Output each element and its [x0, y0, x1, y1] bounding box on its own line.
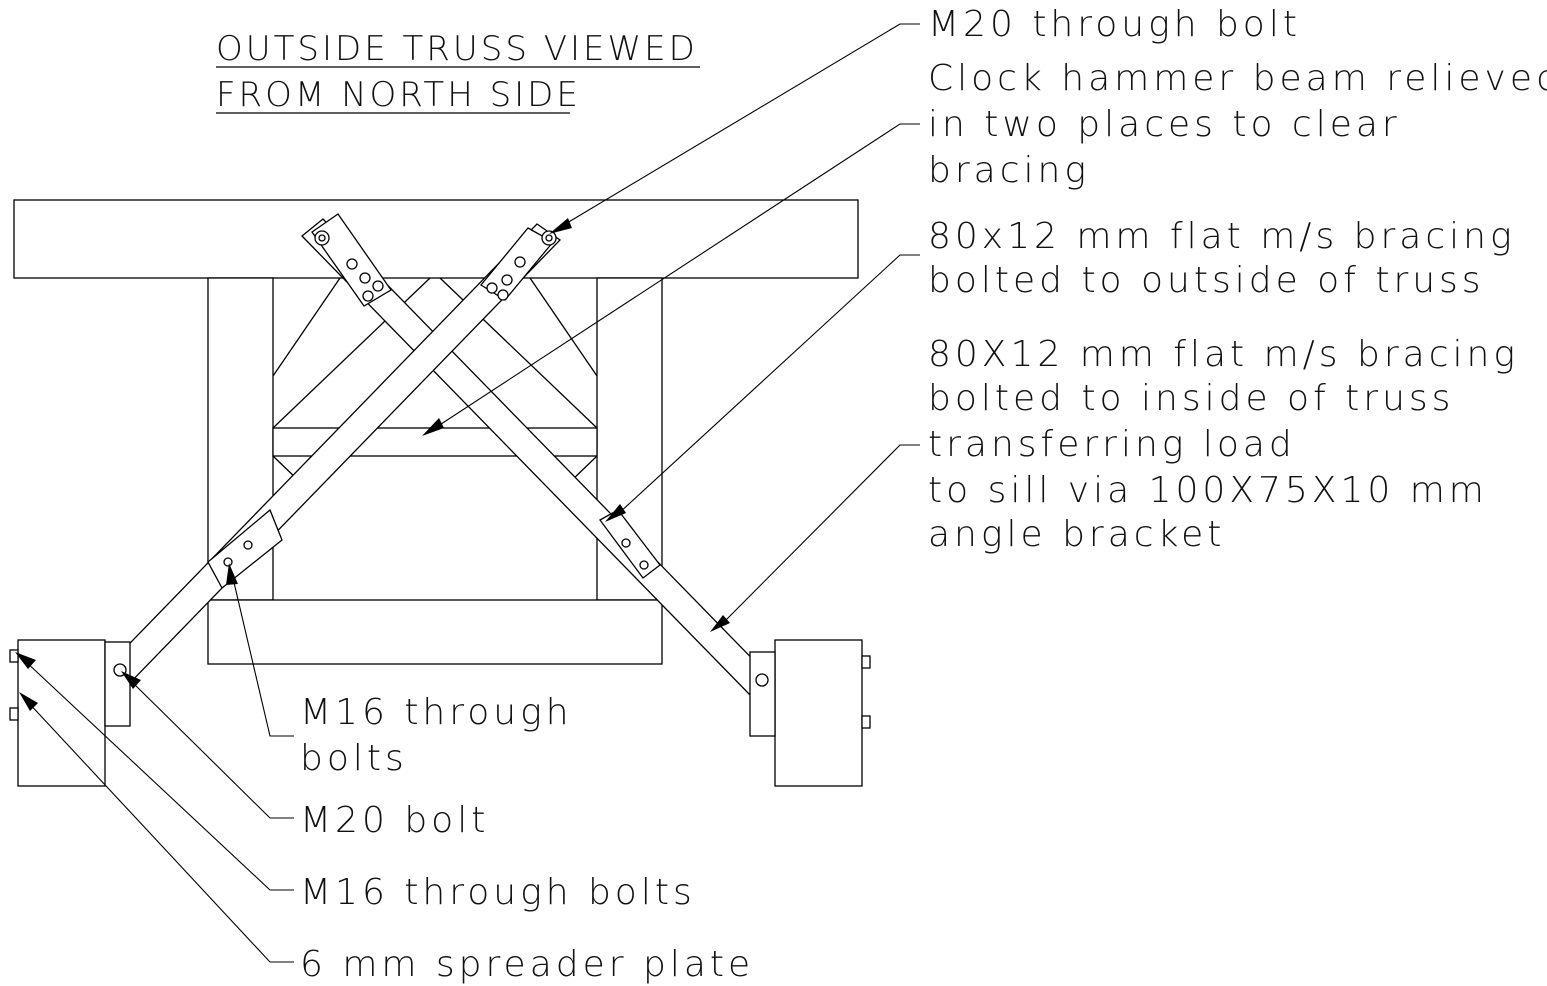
- arrow: [549, 218, 572, 234]
- label-inside-bracing-2: bolted to inside of truss: [928, 378, 1454, 419]
- arrow: [710, 615, 730, 632]
- label-inside-bracing-1: 80X12 mm flat m/s bracing: [928, 334, 1519, 375]
- label-inside-bracing-4: to sill via 100X75X10 mm: [928, 470, 1488, 511]
- right-sill-block: [774, 639, 863, 787]
- title-line-2: FROM NORTH SIDE: [216, 75, 581, 115]
- leaders: [15, 23, 920, 963]
- title-line-1: OUTSIDE TRUSS VIEWED: [216, 29, 698, 69]
- inner-brace: [272, 277, 431, 429]
- label-m16-mid-1: M16 through: [300, 692, 573, 733]
- label-clock-hammer-3: bracing: [928, 150, 1090, 191]
- label-m16-through: M16 through bolts: [300, 872, 696, 913]
- bolt-core: [318, 234, 326, 242]
- leader-inside-bracing: [721, 444, 920, 625]
- label-inside-bracing-5: angle bracket: [928, 514, 1225, 555]
- bolt: [372, 280, 384, 292]
- right-block-bolt: [861, 715, 871, 729]
- label-inside-bracing-3: transferring load: [928, 424, 1296, 465]
- right-angle-bolt: [755, 673, 769, 687]
- left-angle-bracket: [104, 641, 131, 727]
- bolt: [359, 272, 371, 284]
- arrow: [422, 418, 444, 436]
- bolt: [362, 290, 374, 302]
- clock-hammer-beam: [13, 199, 859, 279]
- label-clock-hammer-1: Clock hammer beam relieved: [928, 58, 1547, 99]
- spreader-plate-bolt: [9, 707, 19, 721]
- bolt: [621, 538, 631, 548]
- arrow: [15, 652, 36, 669]
- bolt: [346, 258, 358, 270]
- callout-texts: M20 through bolt Clock hammer beam relie…: [300, 4, 1547, 985]
- arrow: [605, 504, 626, 522]
- m16-bolt: [243, 540, 253, 550]
- sill-beam: [207, 599, 663, 665]
- leader-m16-through: [23, 659, 294, 891]
- bolts: [223, 230, 649, 570]
- leader-m16-mid: [231, 573, 294, 737]
- right-angle-bracket: [749, 651, 776, 737]
- label-outside-bracing-2: bolted to outside of truss: [928, 260, 1485, 301]
- arrow: [121, 671, 141, 689]
- right-block-bolt: [861, 655, 871, 669]
- right-foot: [749, 639, 871, 787]
- drawing-title: OUTSIDE TRUSS VIEWED FROM NORTH SIDE: [216, 29, 700, 115]
- truss-frame: [13, 199, 859, 665]
- leader-m20-bolt: [129, 679, 294, 819]
- label-m20-bolt: M20 bolt: [300, 800, 489, 841]
- inner-brace: [529, 277, 598, 377]
- spreader-plate-bolt: [9, 649, 19, 663]
- label-m20-through-bolt: M20 through bolt: [928, 4, 1301, 45]
- bolt: [486, 282, 498, 294]
- label-outside-bracing-1: 80x12 mm flat m/s bracing: [928, 216, 1516, 257]
- label-m16-mid-2: bolts: [300, 738, 408, 779]
- bolt: [514, 256, 526, 268]
- m16-bolt: [223, 557, 233, 567]
- lower-left-strap-plate: [207, 508, 283, 589]
- leader-outside-bracing: [617, 254, 920, 515]
- arrow: [19, 692, 38, 711]
- leader-clock-hammer: [434, 123, 920, 429]
- bolt: [639, 560, 649, 570]
- label-clock-hammer-2: in two places to clear: [928, 104, 1401, 145]
- arrow: [226, 563, 238, 585]
- bolt: [501, 274, 513, 286]
- inner-brace: [272, 277, 341, 377]
- leader-m20-through-bolt: [561, 23, 920, 227]
- bolt-core: [545, 234, 553, 242]
- label-spreader-plate: 6 mm spreader plate: [300, 944, 754, 985]
- leader-spreader: [25, 699, 294, 963]
- bolt: [497, 289, 509, 301]
